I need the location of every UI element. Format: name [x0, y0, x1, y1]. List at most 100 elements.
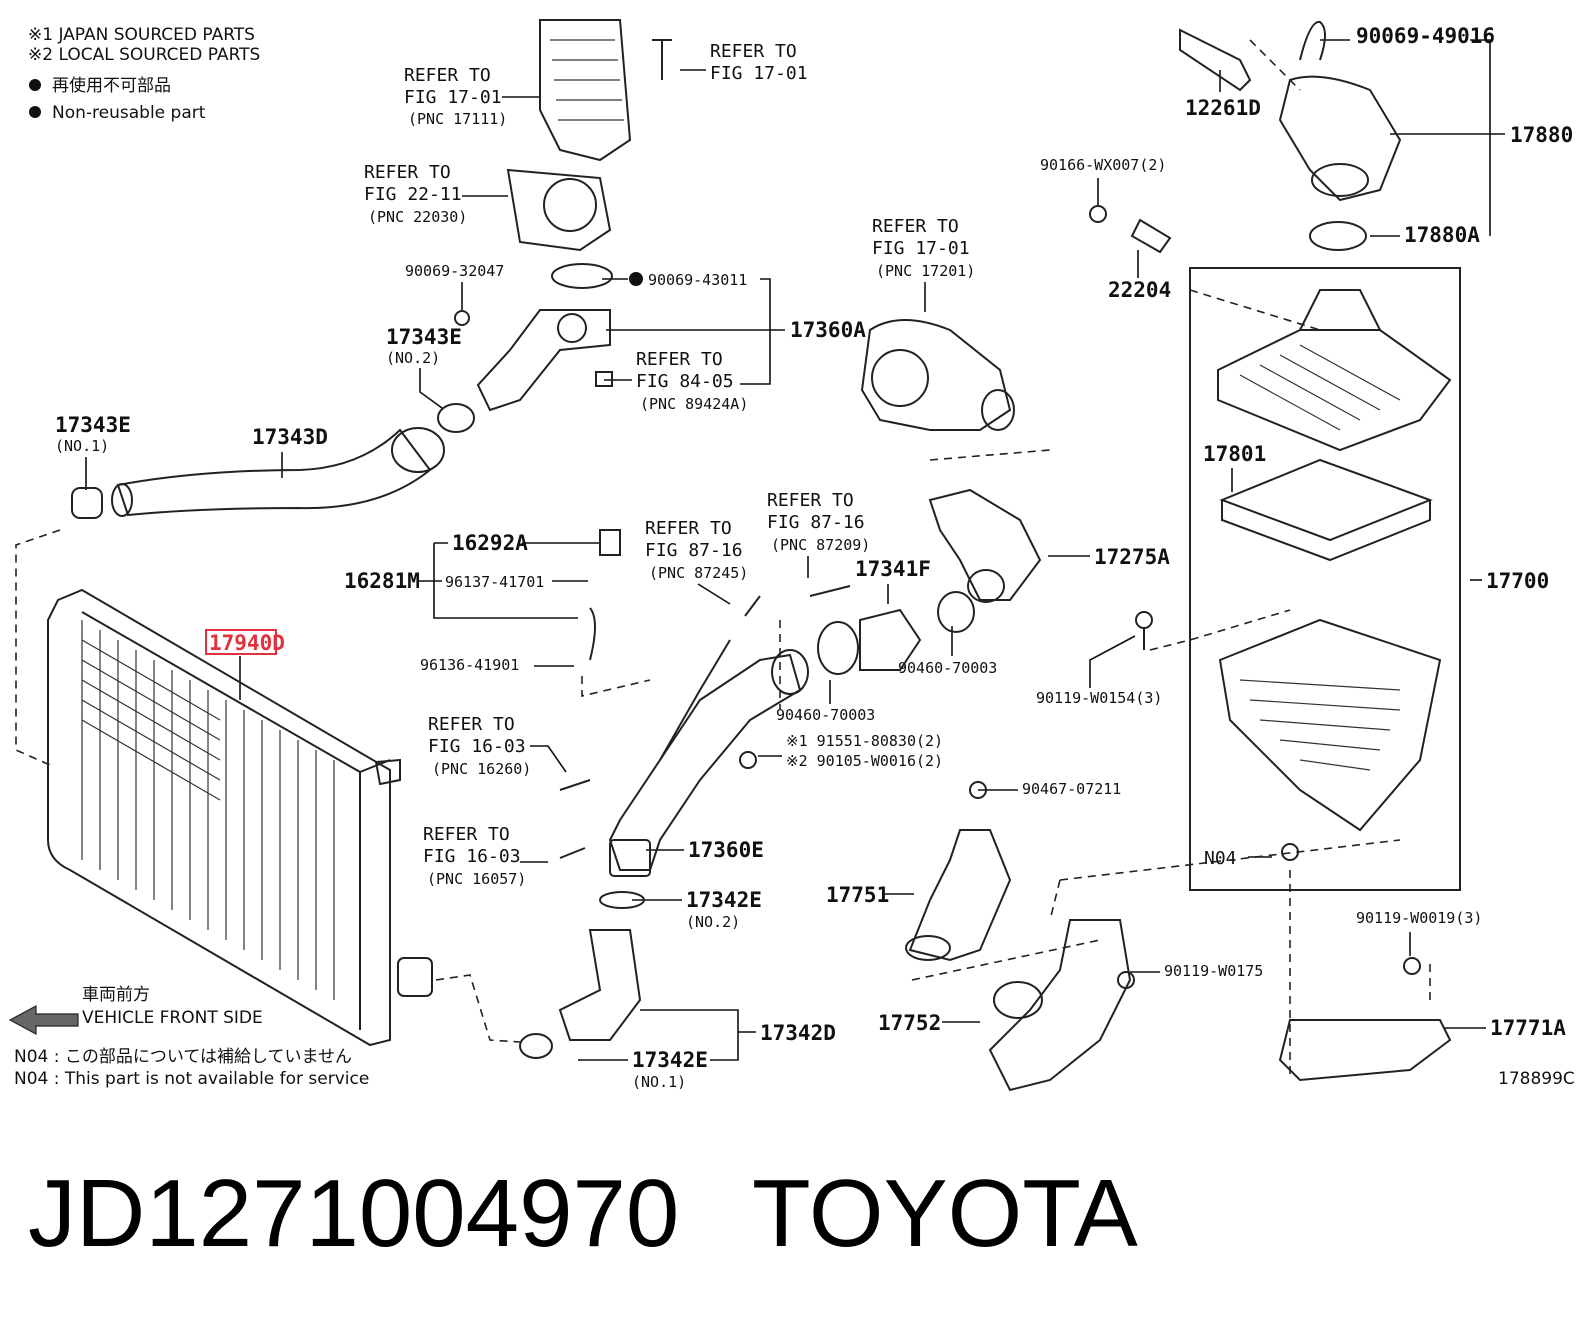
legend-non-reusable-jp: 再使用不可部品: [52, 75, 171, 96]
part-22204[interactable]: 22204: [1108, 278, 1171, 302]
part-90166-WX007[interactable]: 90166-WX007(2): [1040, 156, 1166, 174]
part-17771A[interactable]: 17771A: [1490, 1016, 1566, 1040]
part-17341F[interactable]: 17341F: [855, 557, 931, 581]
air-ducts-drawing: [905, 829, 1452, 1092]
ref-87245: REFER TO FIG 87-16 (PNC 87245): [645, 518, 748, 605]
leader-line: [640, 1009, 756, 1061]
part-96137-41701[interactable]: 96137-41701: [445, 573, 544, 591]
ref-16057: REFER TO FIG 16-03 (PNC 16057): [423, 824, 548, 888]
ref-fig: FIG 17-01: [710, 63, 808, 84]
part-labels: 90069-49016 12261D 17880 90166-WX007(2) …: [55, 24, 1573, 1091]
legend-local-parts: ※2 LOCAL SOURCED PARTS: [28, 45, 260, 65]
part-90105-W0016[interactable]: ※2 90105-W0016(2): [786, 752, 943, 770]
part-17275A[interactable]: 17275A: [1094, 545, 1170, 569]
part-90460-70003-lower[interactable]: 90460-70003: [776, 706, 875, 724]
caption: JD1271004970 TOYOTA: [28, 1160, 1138, 1267]
part-17360E[interactable]: 17360E: [688, 838, 764, 862]
part-17880A[interactable]: 17880A: [1404, 223, 1480, 247]
hose-17343D-drawing: [71, 403, 475, 519]
part-90069-49016[interactable]: 90069-49016: [1356, 24, 1495, 48]
ref-label: REFER TO: [710, 41, 797, 62]
ref-label: REFER TO: [423, 824, 510, 845]
part-17751[interactable]: 17751: [826, 883, 889, 907]
ref-87209: REFER TO FIG 87-16 (PNC 87209): [767, 490, 870, 578]
leader-line: [1089, 635, 1136, 688]
figure-code: 178899C: [1498, 1069, 1575, 1089]
direction-en: VEHICLE FRONT SIDE: [82, 1008, 263, 1028]
ref-pnc: (PNC 87245): [649, 564, 748, 582]
air-cleaner-drawing: [1089, 20, 1461, 891]
highlight-box: [205, 629, 277, 655]
part-N04: N04: [1204, 848, 1237, 869]
legend-japan-parts: ※1 JAPAN SOURCED PARTS: [28, 25, 255, 45]
part-17343E-no2-qualifier: (NO.2): [386, 349, 440, 367]
part-17343E-no1-qualifier: (NO.1): [55, 437, 109, 455]
footnote-jp: N04 : この部品については補給していません: [14, 1047, 352, 1067]
footnote: N04 : この部品については補給していません N04 : This part …: [14, 1047, 369, 1089]
part-90119-W0019[interactable]: 90119-W0019(3): [1356, 909, 1482, 927]
part-17342E-no1-qualifier: (NO.1): [632, 1073, 686, 1091]
ref-pnc: (PNC 87209): [771, 536, 870, 554]
coolant-pipes-drawing: [519, 529, 987, 1059]
ref-pnc: (PNC 16057): [427, 870, 526, 888]
throttle-body-drawing: [454, 19, 672, 412]
leader-line: [530, 745, 567, 773]
legend: ※1 JAPAN SOURCED PARTS ※2 LOCAL SOURCED …: [28, 25, 260, 123]
part-17342D[interactable]: 17342D: [760, 1021, 836, 1045]
part-17801[interactable]: 17801: [1203, 442, 1266, 466]
leader-line: [419, 368, 443, 409]
part-17343E-no2[interactable]: 17343E: [386, 325, 462, 349]
part-90467-07211[interactable]: 90467-07211: [1022, 780, 1121, 798]
part-17880[interactable]: 17880: [1510, 123, 1573, 147]
part-17700[interactable]: 17700: [1486, 569, 1549, 593]
ref-fig: FIG 16-03: [428, 736, 526, 757]
radiator-drawing: [47, 588, 433, 1047]
ref-17-01-bolt: REFER TO FIG 17-01: [680, 41, 808, 84]
part-17360A[interactable]: 17360A: [790, 318, 866, 342]
part-17752[interactable]: 17752: [878, 1011, 941, 1035]
part-90460-70003-upper[interactable]: 90460-70003: [898, 659, 997, 677]
ref-pnc: (PNC 22030): [368, 208, 467, 226]
ref-17201: REFER TO FIG 17-01 (PNC 17201): [872, 216, 975, 312]
ref-label: REFER TO: [404, 65, 491, 86]
part-96136-41901[interactable]: 96136-41901: [420, 656, 519, 674]
ref-pnc: (PNC 17111): [408, 110, 507, 128]
ref-label: REFER TO: [767, 490, 854, 511]
part-90119-W0154[interactable]: 90119-W0154(3): [1036, 689, 1162, 707]
ref-label: REFER TO: [645, 518, 732, 539]
caption-brand: TOYOTA: [752, 1160, 1138, 1267]
ref-89424A: REFER TO FIG 84-05 (PNC 89424A): [604, 349, 748, 413]
ref-label: REFER TO: [872, 216, 959, 237]
ref-fig: FIG 87-16: [645, 540, 743, 561]
ref-pnc: (PNC 17201): [876, 262, 975, 280]
footnote-en: N04 : This part is not available for ser…: [14, 1069, 369, 1089]
part-17342E-no2[interactable]: 17342E: [686, 888, 762, 912]
ref-22030: REFER TO FIG 22-11 (PNC 22030): [364, 162, 508, 226]
ref-fig: FIG 16-03: [423, 846, 521, 867]
part-17940D-highlighted[interactable]: 17940D: [209, 631, 285, 655]
part-90069-32047[interactable]: 90069-32047: [405, 262, 504, 280]
part-16281M[interactable]: 16281M: [344, 569, 420, 593]
leader-line: [697, 583, 731, 605]
leader-line: [602, 278, 771, 385]
ref-pnc: (PNC 16260): [432, 760, 531, 778]
part-17342E-no2-qualifier: (NO.2): [686, 913, 740, 931]
part-16292A[interactable]: 16292A: [452, 531, 528, 555]
part-90069-43011[interactable]: 90069-43011: [648, 271, 747, 289]
ref-16260: REFER TO FIG 16-03 (PNC 16260): [428, 714, 567, 778]
part-17343E-no1[interactable]: 17343E: [55, 413, 131, 437]
non-reusable-dot-icon: [29, 79, 41, 91]
leader-line: [1320, 39, 1491, 236]
part-91551-80830[interactable]: ※1 91551-80830(2): [786, 732, 943, 750]
caption-part-number: JD1271004970: [28, 1160, 679, 1267]
part-17342E-no1[interactable]: 17342E: [632, 1048, 708, 1072]
direction-jp: 車両前方: [82, 985, 150, 1005]
part-17343D[interactable]: 17343D: [252, 425, 328, 449]
part-90119-W0175[interactable]: 90119-W0175: [1164, 962, 1263, 980]
ref-fig: FIG 84-05: [636, 371, 734, 392]
ref-label: REFER TO: [636, 349, 723, 370]
legend-non-reusable-en: Non-reusable part: [52, 103, 206, 123]
part-12261D[interactable]: 12261D: [1185, 96, 1261, 120]
